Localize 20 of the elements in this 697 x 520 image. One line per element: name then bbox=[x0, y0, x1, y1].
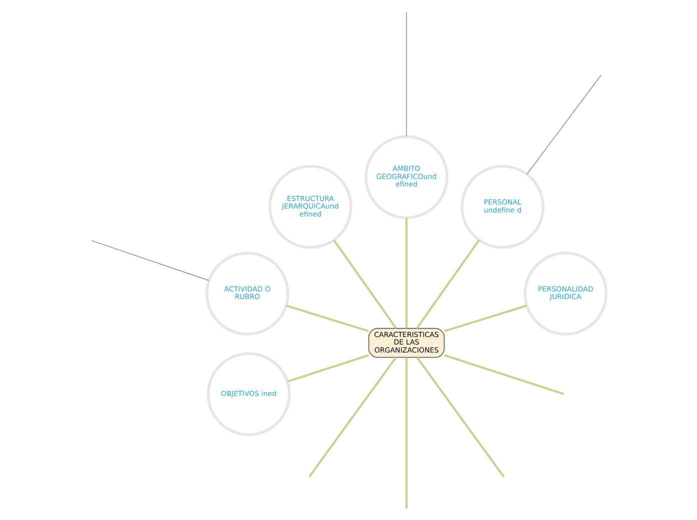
connector bbox=[91, 240, 210, 281]
connector bbox=[405, 358, 408, 508]
node-circle: PERSONALIDAD JURIDICA bbox=[524, 252, 608, 336]
node-box: CARACTERISTICAS DE LAS ORGANIZACIONES bbox=[368, 328, 445, 358]
connector bbox=[287, 354, 370, 383]
node-circle: OBJETIVOS ined bbox=[206, 352, 291, 436]
node-circle: ESTRUCTURA JERARQUICAund efined bbox=[268, 164, 352, 249]
connector bbox=[405, 218, 408, 328]
connector bbox=[286, 304, 369, 332]
connector bbox=[416, 356, 505, 478]
connector bbox=[308, 356, 397, 478]
node-circle: AMBITO GEOGRAFICOund efined bbox=[364, 135, 448, 220]
connector bbox=[444, 304, 527, 332]
node-circle: ACTIVIDAD O RUBRO bbox=[205, 252, 290, 336]
connector bbox=[406, 11, 407, 137]
connector bbox=[444, 354, 564, 396]
connector bbox=[416, 240, 480, 329]
connector bbox=[526, 74, 602, 174]
connector bbox=[333, 240, 398, 329]
node-circle: PERSONAL undefine d bbox=[460, 164, 545, 249]
